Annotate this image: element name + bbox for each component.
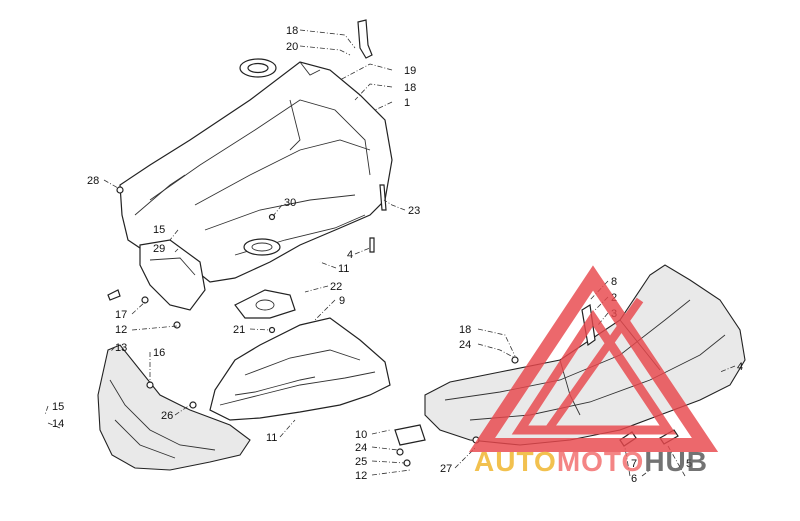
watermark-auto: AUTO: [474, 446, 557, 477]
callout-12: 12: [115, 324, 127, 336]
watermark-hub: HUB: [644, 446, 708, 477]
mount-plate: [234, 289, 296, 319]
front-bumper: [97, 344, 251, 471]
callout-4: 4: [347, 249, 353, 261]
callout-30: 30: [284, 197, 296, 209]
callout-20: 20: [286, 41, 298, 53]
callout-22: 22: [330, 281, 342, 293]
watermark-triangle-icon: [468, 265, 719, 452]
callout-14: 14: [52, 418, 64, 430]
callout-16: 16: [153, 347, 165, 359]
callout-8: 8: [611, 276, 617, 288]
callout-1: 1: [404, 97, 410, 109]
left-side-panel: [139, 239, 206, 311]
callout-18: 18: [404, 82, 416, 94]
callout-29: 29: [153, 243, 165, 255]
callout-26: 26: [161, 410, 173, 422]
callout-18: 18: [459, 324, 471, 336]
gasket-ring: [239, 58, 277, 78]
callout-4: 4: [737, 361, 743, 373]
callout-17: 17: [115, 309, 127, 321]
callout-15: 15: [52, 401, 64, 413]
callout-11: 11: [266, 432, 277, 444]
callout-7: 7: [631, 458, 637, 470]
watermark-moto: MOTO: [557, 446, 644, 477]
callout-13: 13: [115, 342, 127, 354]
callout-19: 19: [404, 65, 416, 77]
callout-9: 9: [339, 295, 345, 307]
callout-27: 27: [440, 463, 452, 475]
callout-labels: 18 20 19 18 1 28 30 23 15 29 4 11 22 9 1…: [52, 25, 743, 485]
callout-6: 6: [631, 473, 637, 485]
callout-10: 10: [355, 429, 367, 441]
callout-12: 12: [355, 470, 367, 482]
watermark-text: AUTOMOTOHUB: [474, 446, 708, 477]
belly-pan: [209, 317, 391, 421]
callout-23: 23: [408, 205, 420, 217]
callout-24: 24: [355, 442, 367, 454]
callout-11: 11: [338, 263, 349, 275]
callout-21: 21: [233, 324, 245, 336]
watermark-logo: AUTOMOTOHUB: [468, 265, 719, 477]
callout-24: 24: [459, 339, 471, 351]
callout-15: 15: [153, 224, 165, 236]
callout-25: 25: [355, 456, 367, 468]
top-bracket: [357, 19, 373, 59]
callout-28: 28: [87, 175, 99, 187]
callout-18: 18: [286, 25, 298, 37]
callout-5: 5: [686, 458, 692, 470]
